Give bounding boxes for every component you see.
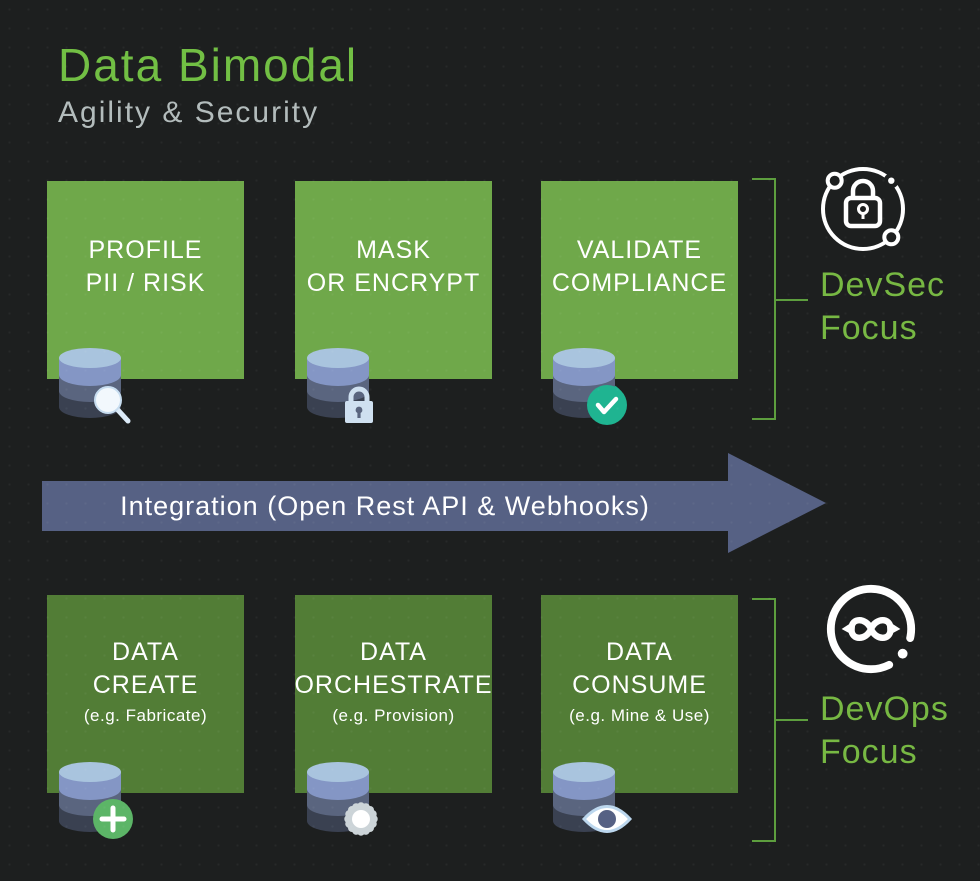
box-title-line: DATA <box>112 638 179 666</box>
box-example: (e.g. Provision) <box>332 706 455 725</box>
box-example: (e.g. Fabricate) <box>83 706 208 725</box>
box-data-orchestrate: DATA ORCHESTRATE (e.g. Provision) <box>294 595 493 836</box>
devsec-focus-line2: Focus <box>820 308 918 347</box>
database-icon <box>305 761 415 853</box>
box-title-line: DATA <box>360 638 427 666</box>
box-data-create: DATA CREATE (e.g. Fabricate) <box>47 595 244 839</box>
devsec-focus-label: DevSec Focus <box>820 264 945 349</box>
devsec-bracket <box>752 178 776 420</box>
box-title-line: CONSUME <box>572 671 707 699</box>
devsec-bracket-tick <box>776 299 808 301</box>
sync-circle-icon <box>826 584 916 674</box>
box-validate-compliance: VALIDATE COMPLIANCE <box>541 181 738 425</box>
magnifier-icon <box>94 386 131 424</box>
box-title-line: COMPLIANCE <box>551 269 728 297</box>
box-profile-pii-risk: PROFILE PII / RISK <box>47 181 244 424</box>
integration-arrow-body: Integration (Open Rest API & Webhooks) <box>42 481 728 531</box>
devops-focus-label: DevOps Focus <box>820 688 949 773</box>
box-title-line: VALIDATE <box>576 236 703 264</box>
page-subtitle: Agility & Security <box>58 96 320 129</box>
box-title-line: PII / RISK <box>85 269 206 297</box>
box-title-line: OR ENCRYPT <box>306 269 481 297</box>
page-title: Data Bimodal <box>58 39 359 91</box>
box-example: (e.g. Mine & Use) <box>569 706 710 725</box>
devops-focus-line2: Focus <box>820 732 918 771</box>
lock-circle-icon <box>821 167 905 251</box>
box-title-line: CREATE <box>92 671 199 699</box>
devops-focus-line1: DevOps <box>820 690 949 728</box>
box-title-line: PROFILE <box>88 236 203 264</box>
devops-bracket <box>752 598 776 842</box>
gear-icon <box>344 802 378 836</box>
integration-arrow-head <box>728 453 826 553</box>
plus-icon <box>93 799 133 839</box>
database-icon <box>305 347 415 439</box>
eye-icon <box>581 805 633 833</box>
box-title-line: DATA <box>606 638 673 666</box>
database-icon <box>551 761 661 853</box>
box-title-line: ORCHESTRATE <box>294 671 493 699</box>
box-mask-or-encrypt: MASK OR ENCRYPT <box>295 181 492 423</box>
box-title-line: MASK <box>356 236 431 264</box>
integration-arrow-label: Integration (Open Rest API & Webhooks) <box>120 490 650 521</box>
checkmark-icon <box>587 385 627 425</box>
database-icon <box>57 347 167 439</box>
box-data-consume: DATA CONSUME (e.g. Mine & Use) <box>541 595 738 833</box>
database-icon <box>551 347 661 439</box>
integration-arrow: Integration (Open Rest API & Webhooks) <box>42 453 832 553</box>
database-icon <box>57 761 167 853</box>
devsec-focus-line1: DevSec <box>820 266 946 304</box>
padlock-icon <box>345 386 373 423</box>
devops-bracket-tick <box>776 719 808 721</box>
